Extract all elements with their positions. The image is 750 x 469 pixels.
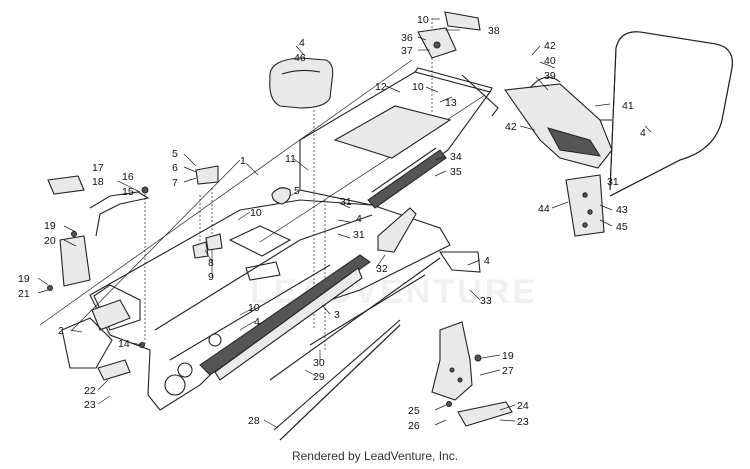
- callout: 32: [376, 263, 388, 275]
- callout: 26: [408, 420, 420, 432]
- callout: 46: [294, 52, 306, 64]
- callout: 2: [58, 325, 64, 337]
- callout: 29: [313, 371, 325, 383]
- footer-credit: Rendered by LeadVenture, Inc.: [291, 449, 459, 463]
- callout: 35: [450, 166, 462, 178]
- callout: 10: [250, 207, 262, 219]
- left-small-parts: [47, 175, 150, 291]
- callout: 17: [92, 162, 104, 174]
- callout: 10: [417, 14, 429, 26]
- seat-pad: [269, 57, 334, 109]
- callout: 4: [254, 316, 260, 328]
- callout: 37: [401, 45, 413, 57]
- callout: 15: [122, 186, 134, 198]
- gusset-32: [377, 207, 481, 273]
- foot-guard: [97, 342, 145, 381]
- callout: 39: [544, 70, 556, 82]
- callout: 1: [240, 155, 246, 167]
- callout: 24: [517, 400, 529, 412]
- leader-lines: [37, 18, 652, 429]
- callout: 4: [484, 255, 490, 267]
- callout: 34: [450, 151, 462, 163]
- callout: 7: [172, 177, 178, 189]
- callout: 12: [375, 81, 387, 93]
- rod-28: [273, 319, 401, 431]
- callout: 40: [544, 55, 556, 67]
- callout: 43: [616, 204, 628, 216]
- callout: 13: [445, 97, 457, 109]
- callout: 36: [401, 32, 413, 44]
- alignment-lines: [144, 18, 433, 350]
- callout: 45: [616, 221, 628, 233]
- callout: 21: [18, 288, 30, 300]
- callout: 11: [285, 153, 296, 165]
- callout: 22: [84, 385, 96, 397]
- callout: 38: [488, 25, 500, 37]
- callout: 23: [517, 416, 529, 428]
- rear-bracket: [565, 174, 605, 237]
- tunnel-top-plate: [299, 67, 493, 206]
- callout: 42: [544, 40, 556, 52]
- callout-labels: 10 38 36 42 37 40 4 46 39 12 10 13 41 42…: [18, 14, 646, 432]
- callout: 31: [340, 196, 352, 208]
- callout: 3: [334, 309, 340, 321]
- plug-5: [271, 187, 291, 205]
- callout: 9: [208, 271, 214, 283]
- callout: 4: [356, 213, 362, 225]
- callout: 14: [118, 338, 130, 350]
- callout: 4: [640, 127, 646, 139]
- footrest-bracket: [431, 321, 513, 427]
- callout: 44: [538, 203, 550, 215]
- rear-flap: [504, 76, 613, 169]
- callout: 19: [18, 273, 30, 285]
- side-rails: [269, 257, 441, 441]
- heat-exchanger: [367, 147, 447, 209]
- callout: 18: [92, 176, 104, 188]
- clips-8-9: [192, 165, 223, 259]
- callout: 16: [122, 171, 134, 183]
- callout: 5: [172, 148, 178, 160]
- chassis-frame: [61, 199, 451, 411]
- callout: 10: [248, 302, 260, 314]
- callout: 8: [208, 257, 214, 269]
- callout: 23: [84, 399, 96, 411]
- callout: 10: [412, 81, 424, 93]
- callout: 20: [44, 235, 56, 247]
- callout: 33: [480, 295, 492, 307]
- callout: 31: [607, 176, 619, 188]
- callout: 25: [408, 405, 420, 417]
- callout: 28: [248, 415, 260, 427]
- callout: 30: [313, 357, 325, 369]
- callout: 31: [353, 229, 365, 241]
- callout: 19: [502, 350, 514, 362]
- callout: 27: [502, 365, 514, 377]
- callout: 19: [44, 220, 56, 232]
- hitch-bracket: [417, 11, 499, 117]
- rear-bumper: [580, 31, 733, 197]
- callout: 5: [294, 185, 300, 197]
- callout: 41: [622, 100, 634, 112]
- callout: 42: [505, 121, 517, 133]
- callout: 4: [299, 37, 305, 49]
- callout: 6: [172, 162, 178, 174]
